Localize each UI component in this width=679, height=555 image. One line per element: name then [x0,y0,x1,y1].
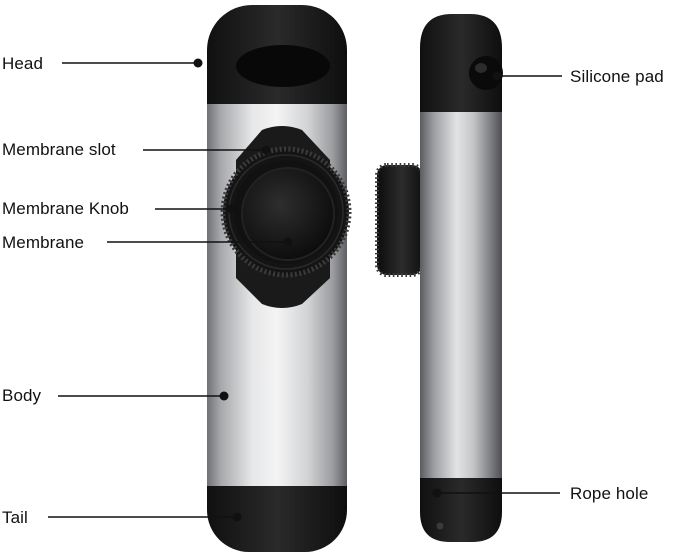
side-tail-cap [420,478,502,542]
label-membrane: Membrane [2,233,85,252]
leader-dot-membrane [283,237,293,247]
leader-dot-silicone-pad [492,71,502,81]
callout-lines [48,58,562,522]
head-slot [236,45,330,87]
front-tail-cap [207,486,347,552]
leader-dot-tail [232,512,242,522]
label-silicone-pad: Silicone pad [570,67,664,86]
front-view [207,5,352,552]
side-body [420,95,502,495]
label-membrane-knob: Membrane Knob [2,199,129,218]
label-body: Body [2,386,42,405]
leader-dot-rope-hole [432,488,442,498]
label-membrane-slot: Membrane slot [2,140,116,159]
label-tail: Tail [2,508,28,527]
rope-hole [436,522,444,530]
side-view [375,14,503,542]
label-rope-hole: Rope hole [570,484,649,503]
label-head: Head [2,54,44,73]
leader-dot-membrane-slot [261,145,271,155]
membrane [242,168,334,260]
side-knob [377,165,422,275]
leader-dot-body [219,391,229,401]
leader-dot-head [193,58,203,68]
leader-dot-membrane-knob [226,204,236,214]
